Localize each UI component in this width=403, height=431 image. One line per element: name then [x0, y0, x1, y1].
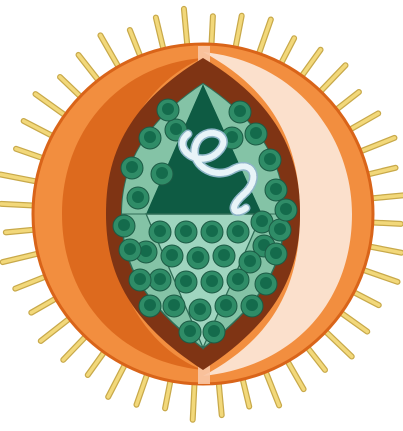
capsomere-core	[264, 153, 276, 165]
capsomere-core	[274, 223, 286, 235]
capsomere-core	[206, 225, 218, 237]
capsomere-core	[280, 203, 292, 215]
capsomere-core	[208, 325, 220, 337]
capsomere-core	[140, 245, 152, 257]
capsomere-core	[260, 277, 272, 289]
capsomere-core	[154, 225, 166, 237]
capsomere-core	[144, 299, 156, 311]
capsomere-core	[250, 127, 262, 139]
capsomere-core	[192, 251, 204, 263]
capsomere-core	[126, 161, 138, 173]
capsomere-core	[234, 105, 246, 117]
capsomere-core	[270, 183, 282, 195]
capsomere-core	[206, 275, 218, 287]
capsomere-core	[154, 273, 166, 285]
capsomere-core	[232, 225, 244, 237]
capsomere-core	[218, 249, 230, 261]
capsomere-core	[134, 273, 146, 285]
capsomere-core	[256, 215, 268, 227]
capsomere-core	[220, 299, 232, 311]
capsomere-core	[180, 225, 192, 237]
capsomere-core	[244, 255, 256, 267]
capsomere-core	[180, 275, 192, 287]
capsomere-core	[156, 167, 168, 179]
capsomere-core	[194, 303, 206, 315]
capsomere-core	[232, 273, 244, 285]
capsomere-core	[246, 299, 258, 311]
capsomere-core	[118, 219, 130, 231]
capsomere-core	[144, 131, 156, 143]
capsomere-core	[166, 249, 178, 261]
capsomere-core	[132, 191, 144, 203]
capsomere-core	[184, 325, 196, 337]
capsomere-core	[162, 103, 174, 115]
capsomere-core	[124, 243, 136, 255]
capsomere-core	[170, 123, 182, 135]
capsomere-core	[270, 247, 282, 259]
capsomere-core	[168, 299, 180, 311]
